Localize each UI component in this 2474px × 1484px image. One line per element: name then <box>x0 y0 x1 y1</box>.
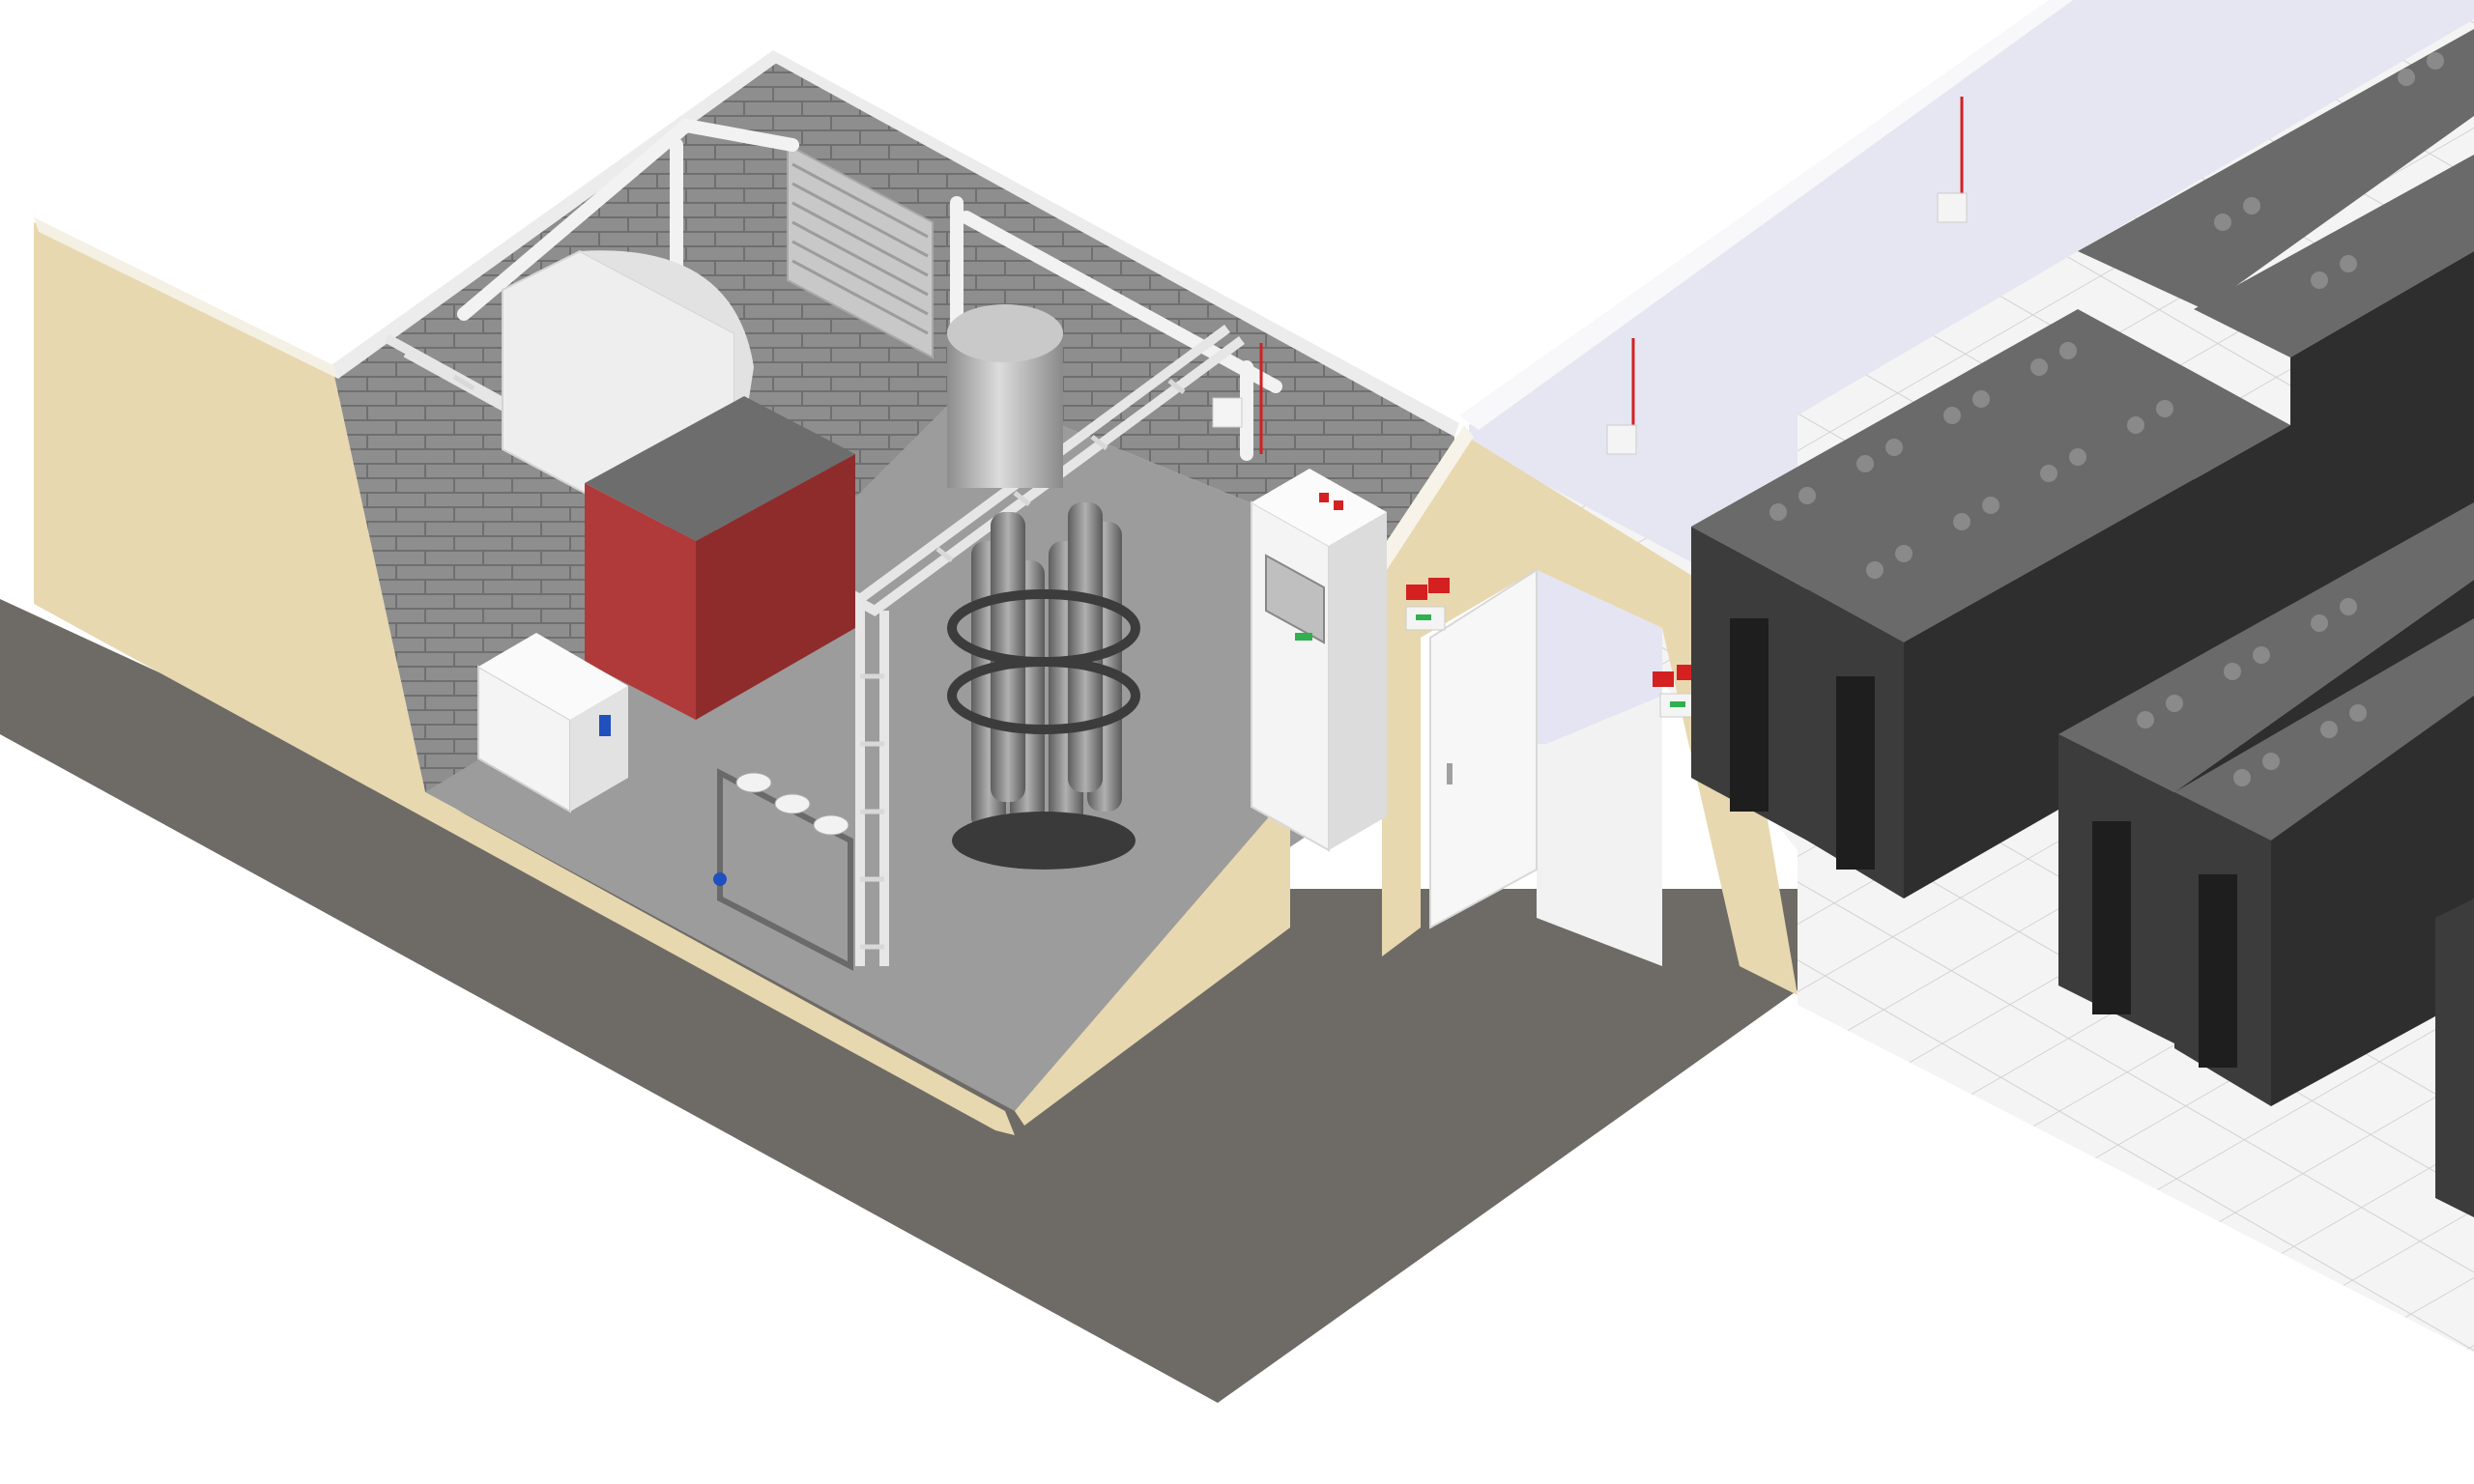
control-cabinet-top <box>1251 469 1387 546</box>
dryer-blue-label <box>599 715 611 736</box>
pressure-vessel-top <box>947 304 1063 362</box>
air-cooler-curve <box>580 250 754 493</box>
alarm-indicator-red-1 <box>1319 493 1329 502</box>
cream-wall-front <box>1015 792 1290 1126</box>
door-handle <box>1447 763 1453 785</box>
door-opening-wall <box>1537 570 1662 744</box>
brick-wall-right <box>773 58 1454 580</box>
cream-wall-left <box>34 222 1015 1135</box>
alarm-indicator-red-2 <box>1334 500 1343 510</box>
nitrogen-generator-columns <box>947 502 1140 870</box>
door-wall <box>1382 435 1798 995</box>
control-cabinet-side <box>1329 512 1387 850</box>
refrigerated-dryer-top <box>478 633 628 720</box>
control-panel-display <box>1265 554 1325 644</box>
door-leaf <box>1429 568 1538 929</box>
control-cabinet-front <box>1251 500 1330 852</box>
cream-wall-left-edge <box>34 217 338 379</box>
server-racks <box>1691 29 2474 1217</box>
datacenter-wall <box>1469 0 2474 618</box>
filter-rack <box>713 768 853 971</box>
door-wall-edge <box>1377 425 1474 570</box>
ventilation-grille <box>787 143 934 359</box>
air-compressor-top <box>585 396 855 541</box>
datacenter-wall-top-edge <box>1459 0 2073 430</box>
refrigerated-dryer-side <box>570 686 628 812</box>
grille-slats <box>791 162 929 335</box>
wall-top-right <box>773 50 1459 437</box>
air-compressor-side <box>696 454 855 720</box>
rack-fan-grilles <box>1769 52 2444 786</box>
status-indicator-green <box>1295 633 1312 641</box>
air-compressor-front <box>585 483 696 720</box>
